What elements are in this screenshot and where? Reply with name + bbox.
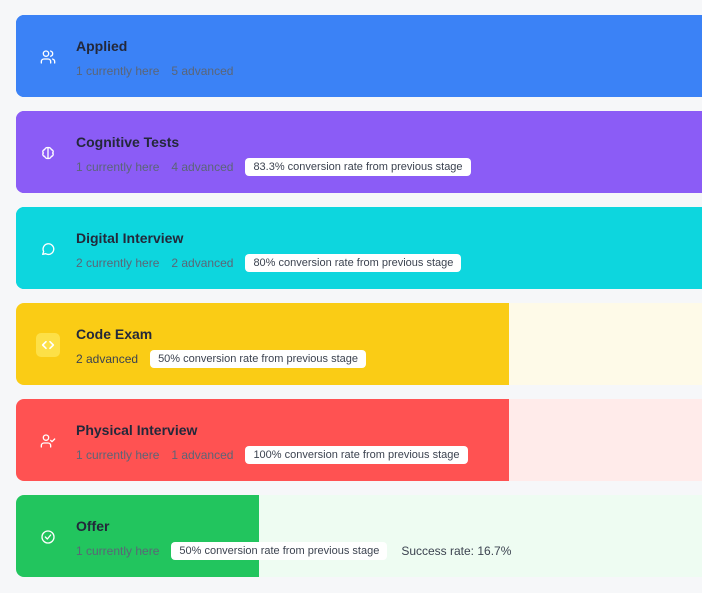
stage-progress-fill — [16, 111, 702, 193]
stage-digital-interview[interactable]: Digital Interview 2 currently here 2 adv… — [16, 207, 702, 289]
stage-progress-fill — [16, 399, 509, 481]
brain-icon — [36, 141, 60, 165]
stage-progress-fill — [16, 495, 259, 577]
currently-here-count: 2 currently here — [76, 256, 160, 270]
conversion-rate-badge: 100% conversion rate from previous stage — [245, 446, 468, 464]
advanced-count: 5 advanced — [171, 64, 234, 78]
stage-progress-fill — [16, 207, 702, 289]
advanced-count: 2 advanced — [171, 256, 234, 270]
stage-title: Offer — [76, 518, 110, 534]
stage-title: Code Exam — [76, 326, 153, 342]
stage-title: Digital Interview — [76, 230, 184, 246]
stage-meta: 1 currently here 5 advanced — [76, 60, 233, 82]
success-rate: Success rate: 16.7% — [401, 544, 512, 558]
users-icon — [36, 45, 60, 69]
conversion-rate-badge: 83.3% conversion rate from previous stag… — [245, 158, 471, 176]
check-circle-icon — [36, 525, 60, 549]
stage-title: Cognitive Tests — [76, 134, 180, 150]
stage-meta: 1 currently here 50% conversion rate fro… — [76, 540, 511, 562]
stage-title: Applied — [76, 38, 128, 54]
stage-meta: 2 advanced 50% conversion rate from prev… — [76, 348, 366, 370]
currently-here-count: 1 currently here — [76, 544, 160, 558]
conversion-rate-badge: 50% conversion rate from previous stage — [150, 350, 366, 368]
advanced-count: 1 advanced — [171, 448, 234, 462]
advanced-count: 4 advanced — [171, 160, 234, 174]
chat-bubble-icon — [36, 237, 60, 261]
stage-meta: 1 currently here 1 advanced 100% convers… — [76, 444, 468, 466]
currently-here-count: 1 currently here — [76, 448, 160, 462]
code-icon — [36, 333, 60, 357]
stage-cognitive-tests[interactable]: Cognitive Tests 1 currently here 4 advan… — [16, 111, 702, 193]
stage-progress-fill — [16, 15, 702, 97]
stage-progress-fill — [16, 303, 509, 385]
conversion-rate-badge: 80% conversion rate from previous stage — [245, 254, 462, 272]
currently-here-count: 1 currently here — [76, 160, 160, 174]
user-check-icon — [36, 429, 60, 453]
stage-meta: 1 currently here 4 advanced 83.3% conver… — [76, 156, 471, 178]
advanced-count: 2 advanced — [76, 352, 139, 366]
stage-title: Physical Interview — [76, 422, 198, 438]
currently-here-count: 1 currently here — [76, 64, 160, 78]
conversion-rate-badge: 50% conversion rate from previous stage — [171, 542, 388, 560]
stage-applied[interactable]: Applied 1 currently here 5 advanced — [16, 15, 702, 97]
stage-physical-interview[interactable]: Physical Interview 1 currently here 1 ad… — [16, 399, 702, 481]
stage-offer[interactable]: Offer 1 currently here 50% conversion ra… — [16, 495, 702, 577]
stage-code-exam[interactable]: Code Exam 2 advanced 50% conversion rate… — [16, 303, 702, 385]
stage-meta: 2 currently here 2 advanced 80% conversi… — [76, 252, 462, 274]
